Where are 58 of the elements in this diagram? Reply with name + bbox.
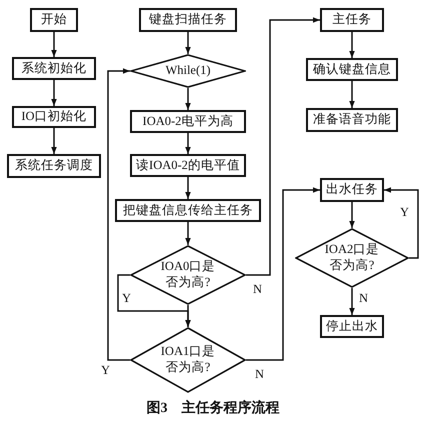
node-text: 系统任务调度: [15, 158, 93, 174]
arrow: [384, 187, 419, 259]
decision-diamond: [130, 327, 246, 393]
node-text: While(1): [165, 63, 211, 79]
arrow: [51, 32, 57, 57]
arrow: [349, 81, 355, 108]
edge-label: N: [252, 283, 264, 296]
node-text: 键盘扫描任务: [149, 12, 227, 28]
process-box: [306, 108, 398, 132]
process-box: [320, 315, 384, 338]
arrow: [185, 88, 191, 110]
process-box: [130, 110, 246, 133]
arrow: [349, 32, 355, 58]
process-box: [320, 8, 384, 32]
figure-caption: 图3 主任务程序流程: [146, 399, 280, 417]
arrow: [349, 202, 355, 228]
process-box: [320, 178, 384, 202]
node-text: 出水任务: [326, 182, 378, 198]
arrow: [349, 288, 355, 315]
decision-diamond: [295, 228, 409, 288]
process-box: [12, 57, 96, 80]
process-box: [30, 8, 78, 32]
edge-label: N: [254, 368, 266, 380]
decision-diamond: [130, 54, 246, 88]
process-box: [306, 58, 398, 81]
arrow: [51, 128, 57, 154]
node-text: 准备语音功能: [313, 112, 391, 128]
arrow: [246, 17, 320, 276]
node-text: 把键盘信息传给主任务: [123, 202, 253, 218]
node-text: 主任务: [332, 12, 372, 28]
node-text: IOA0口是否为高?: [160, 259, 216, 291]
decision-diamond: [130, 245, 246, 305]
arrow: [51, 80, 57, 106]
process-box: [130, 154, 246, 177]
node-text: 读IOA0-2的电平值: [136, 158, 240, 174]
node-text: 确认键盘信息: [313, 62, 391, 78]
process-box: [139, 8, 237, 32]
node-text: IOA2口是否为高?: [324, 242, 380, 274]
arrow: [185, 133, 191, 154]
arrow: [185, 32, 191, 54]
node-text: 停止出水: [326, 318, 378, 334]
node-text: IO口初始化: [21, 109, 87, 125]
process-box: [12, 106, 96, 128]
node-text: 系统初始化: [22, 60, 86, 76]
node-text: IOA0-2电平为高: [142, 114, 234, 130]
arrow: [185, 222, 191, 245]
node-text: IOA1口是否为高?: [160, 344, 216, 376]
arrow: [107, 68, 130, 361]
node-text: 开始: [41, 12, 67, 28]
arrow: [185, 177, 191, 199]
arrow: [246, 187, 320, 361]
edge-label: Y: [121, 292, 132, 304]
process-box: [115, 199, 261, 222]
arrow: [117, 274, 191, 327]
edge-label: N: [358, 292, 370, 304]
edge-label: Y: [399, 206, 410, 218]
edge-label: Y: [100, 364, 112, 376]
process-box: [7, 154, 101, 178]
